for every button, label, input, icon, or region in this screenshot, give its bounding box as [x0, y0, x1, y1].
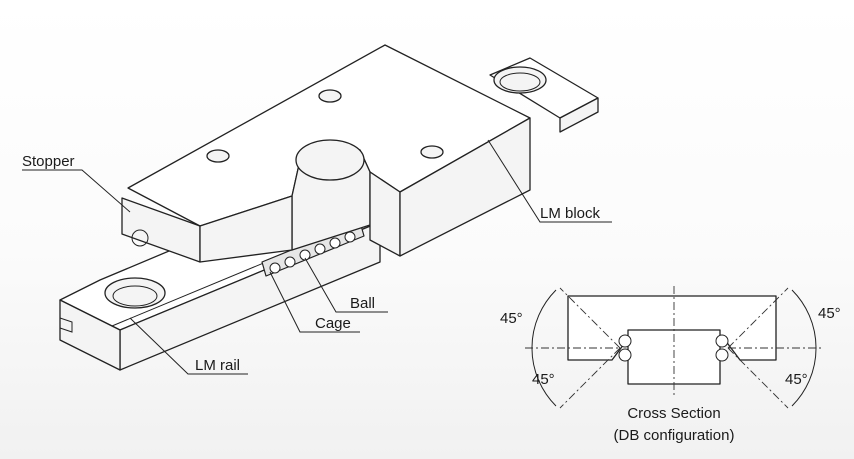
ball-1 [269, 262, 281, 274]
stopper-screw [131, 229, 149, 247]
callouts: Stopper LM block Ball Cage LM rail [22, 139, 612, 375]
cs-title: Cross Section [627, 405, 720, 422]
rail-hole-near [104, 277, 166, 309]
lm-block-end [399, 117, 531, 257]
ball-2 [284, 256, 296, 268]
cs-angle-top-right: 45° [818, 305, 841, 322]
lm-rail-label: LM rail [195, 357, 240, 374]
cs-ball-br [715, 348, 729, 362]
ball-6 [344, 231, 356, 243]
cs-ball-tr [715, 334, 729, 348]
cs-diag-right-top [727, 287, 789, 349]
lm-block-leader [487, 139, 612, 223]
ball-4 [314, 243, 326, 255]
cs-angle-bottom-left: 45° [532, 371, 555, 388]
tapped-hole-2 [206, 149, 230, 163]
lm-block-label: LM block [540, 205, 601, 222]
cs-angle-bottom-right: 45° [785, 371, 808, 388]
rail-hole-near-inner [112, 285, 158, 307]
ball-leader [304, 257, 388, 313]
cs-diag-left-top [559, 287, 621, 349]
cage-leader [269, 271, 360, 333]
cs-diag-right-bottom [727, 347, 789, 409]
stopper-leader [22, 169, 131, 213]
ball-3 [299, 249, 311, 261]
cs-diag-left-bottom [559, 347, 621, 409]
rail-hole-far [493, 66, 547, 94]
block-center-hole [295, 139, 365, 181]
cs-ball-tl [618, 334, 632, 348]
lm-block-side-left [199, 195, 293, 263]
cs-ball-bl [618, 348, 632, 362]
rail-end-groove [59, 317, 73, 333]
lm-rail-far-side [559, 97, 599, 133]
ball-label: Ball [350, 295, 375, 312]
tapped-hole-3 [420, 145, 444, 159]
cs-subtitle: (DB configuration) [614, 427, 735, 444]
tapped-hole-1 [318, 89, 342, 103]
cage-label: Cage [315, 315, 351, 332]
ball-5 [329, 237, 341, 249]
cs-arc-left [531, 289, 557, 407]
lm-block [121, 44, 531, 263]
lm-rail-leader [129, 317, 248, 375]
cs-arc-right [791, 289, 817, 407]
rail-hole-far-inner [499, 72, 541, 92]
stopper-label: Stopper [22, 153, 75, 170]
cs-angle-top-left: 45° [500, 310, 523, 327]
lm-rail-end [59, 299, 121, 371]
cross-section: 45° 45° 45° 45° Cross Section (DB config… [500, 286, 841, 444]
